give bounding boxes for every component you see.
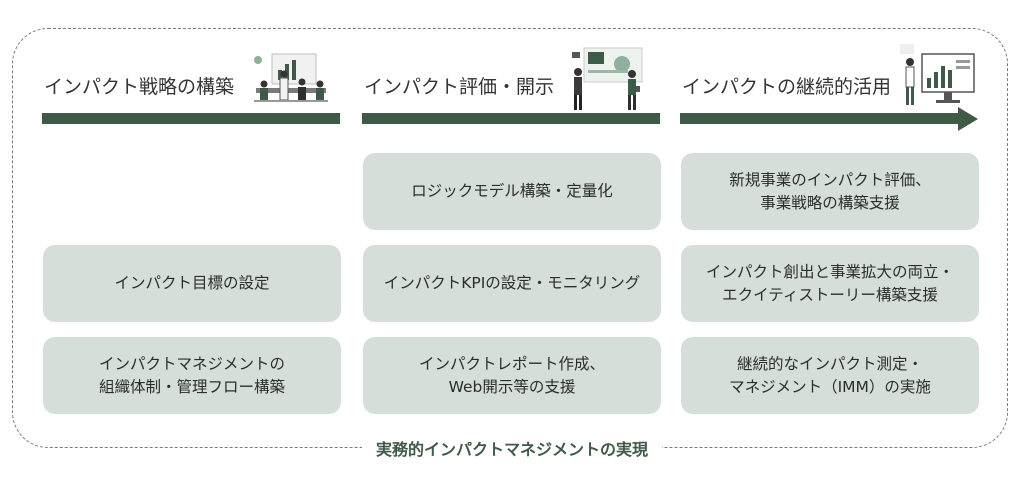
meeting-illustration xyxy=(254,53,328,102)
stage-bar-2 xyxy=(362,113,660,124)
card-text-line: インパクトKPIの設定・モニタリング xyxy=(383,274,641,293)
card-text-line: 事業戦略の構築支援 xyxy=(760,193,900,212)
column-title-evaluation: インパクト評価・開示 xyxy=(364,76,555,98)
card-new-business-evaluation: 新規事業のインパクト評価、 事業戦略の構築支援 xyxy=(681,153,979,230)
presentation-illustration xyxy=(572,47,643,110)
analytics-monitor-illustration xyxy=(900,44,975,105)
card-logic-model: ロジックモデル構築・定量化 xyxy=(363,153,661,230)
card-text-line: 継続的なインパクト測定・ xyxy=(736,355,923,374)
footer-label-wrap: 実務的インパクトマネジメントの実現 xyxy=(0,436,1024,460)
card-equity-story: インパクト創出と事業拡大の両立・ エクイティストーリー構築支援 xyxy=(681,245,979,322)
card-text-line: インパクトレポート作成、 xyxy=(418,355,605,374)
card-text-line: 組織体制・管理フロー構築 xyxy=(98,377,285,396)
card-text-line: 新規事業のインパクト評価、 xyxy=(729,171,931,190)
card-text-line: Web開示等の支援 xyxy=(448,377,576,396)
card-text-line: マネジメント（IMM）の実施 xyxy=(729,377,931,396)
card-impact-goal: インパクト目標の設定 xyxy=(43,245,341,322)
card-organization-structure: インパクトマネジメントの 組織体制・管理フロー構築 xyxy=(43,337,341,414)
card-text-line: エクイティストーリー構築支援 xyxy=(722,285,938,304)
card-imm-implementation: 継続的なインパクト測定・ マネジメント（IMM）の実施 xyxy=(681,337,979,414)
card-text-line: インパクト創出と事業拡大の両立・ xyxy=(705,263,954,282)
card-text-line: インパクトマネジメントの xyxy=(98,355,285,374)
footer-label: 実務的インパクトマネジメントの実現 xyxy=(361,440,662,459)
card-text-line: インパクト目標の設定 xyxy=(114,274,270,293)
stage-bar-3 xyxy=(680,113,960,124)
column-title-utilization: インパクトの継続的活用 xyxy=(682,76,892,98)
card-text-line: ロジックモデル構築・定量化 xyxy=(411,182,613,201)
card-impact-report: インパクトレポート作成、 Web開示等の支援 xyxy=(363,337,661,414)
arrow-head-icon xyxy=(958,107,978,131)
column-title-strategy: インパクト戦略の構築 xyxy=(44,76,235,98)
stage-bar-1 xyxy=(42,113,340,124)
card-impact-kpi: インパクトKPIの設定・モニタリング xyxy=(363,245,661,322)
